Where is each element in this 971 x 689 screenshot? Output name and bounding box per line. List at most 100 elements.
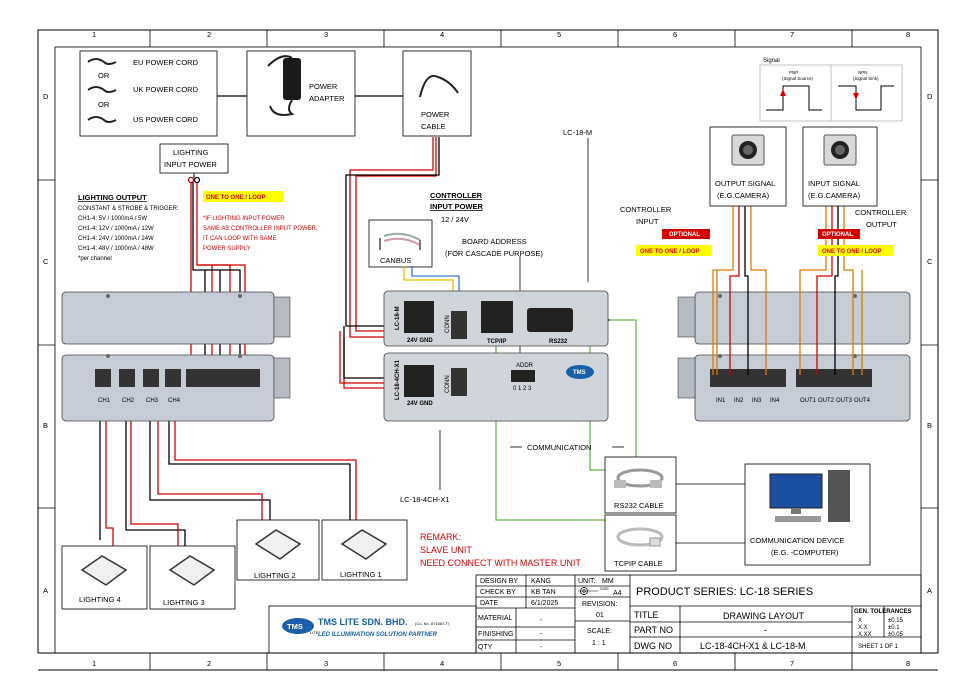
output-signal-label: OUTPUT SIGNAL [715,179,775,188]
conn-label: CONN [445,375,451,393]
col-label: 2 [207,659,211,668]
note-line: SAME AS CONTROLLER INPUT POWER, [203,226,318,232]
communication-device-label: COMMUNICATION DEVICE [750,536,844,545]
controller-input-power-label: CONTROLLER INPUT POWER 12 / 24V [430,191,484,224]
channel-label: CH2 [122,398,135,404]
lighting-input-power-box: LIGHTING INPUT POWER [159,143,229,174]
lc18-4ch-x1-label: LC-18-4CH-X1 [400,495,450,504]
row-label: B [43,421,48,430]
col-label: 3 [324,659,328,668]
communication-device-box: COMMUNICATION DEVICE (E.G. -COMPUTER) [744,463,871,566]
lighting-label: LIGHTING 1 [340,570,382,579]
material-value: - [540,617,543,624]
pnp-label: PNP [789,70,798,75]
one-to-one-badge: ONE TO ONE / LOOP [822,249,882,255]
input-label: IN4 [770,398,780,404]
output-label: OUT3 [836,398,853,404]
col-label: 2 [207,30,211,39]
scale-value: 1 : 1 [592,640,606,647]
note-line: IT CAN LOOP WITH SAME [203,236,276,242]
power-cable-label: POWER [421,110,450,119]
part-no-value: - [764,625,767,635]
input-terminal [710,369,786,387]
lighting-input-power-label: LIGHTING [173,148,209,157]
spec-line: CH1-4: 24V / 1000mA / 24W [78,236,154,242]
power-loop-note: *IF LIGHTING INPUT POWER SAME AS CONTROL… [203,216,318,252]
check-by-value: KB TAN [531,589,556,596]
npn-arrow-icon [853,93,859,100]
x1-canbus-port [451,368,467,396]
controller-output-line: OUTPUT [866,220,897,229]
input-signal-camera: INPUT SIGNAL (E.G.CAMERA) [802,126,878,207]
finishing-value: - [540,631,543,638]
x1-side-label: LC-18-4CH-X1 [395,359,401,400]
optional-badge: OPTIONAL [669,232,700,238]
conn-label: CONN [445,315,451,333]
eu-cord-label: EU POWER CORD [133,58,199,67]
dwg-no-value: LC-18-4CH-X1 & LC-18-M [700,641,806,651]
x1-power-terminal [404,365,434,397]
col-label: 5 [557,659,561,668]
qty-value: - [540,644,543,651]
one-to-one-label: ONE TO ONE / LOOP [206,195,266,201]
input-label: IN2 [734,398,744,404]
lighting-label: LIGHTING 2 [254,571,296,580]
revision-value: 01 [596,612,604,619]
spec-line: CH1-4: 5V / 1000mA / 5W [78,216,147,222]
rs232-cable-label: RS232 CABLE [614,501,664,510]
channel-label: CH3 [146,398,159,404]
col-label: 1 [92,659,96,668]
col-label: 7 [790,30,794,39]
communication-device-sub: (E.G. -COMPUTER) [771,548,839,557]
canbus-label: CANBUS [380,256,411,265]
controller-input-power-line: CONTROLLER [430,191,483,200]
unit-value: MM [602,578,614,585]
lighting-label: LIGHTING 3 [163,598,205,607]
row-label: D [43,92,49,101]
col-label: 6 [673,30,677,39]
camera-icon [731,134,765,166]
m-side-label: LC-18-M [395,306,401,330]
optional-badge: OPTIONAL [822,232,853,238]
output-signal-sub: (E.G.CAMERA) [717,191,770,200]
or-label: OR [98,100,110,109]
col-label: 8 [906,659,910,668]
spec-line: CONSTANT & STROBE & TRIGGER: [78,206,179,212]
power-cord-icon [87,58,117,123]
dwg-no-label: DWG NO [634,641,672,651]
controller-output-label: CONTROLLER OUTPUT [855,208,907,229]
col-label: 7 [790,659,794,668]
tol-value: ±0.15 [888,618,904,624]
power-cable-label: CABLE [421,122,446,131]
output-label: OUT1 [800,398,817,404]
col-label: 1 [92,30,96,39]
lighting-output-title: LIGHTING OUTPUT [78,193,147,202]
input-signal-sub: (E.G.CAMERA) [808,191,861,200]
company-logo: TMS LITE TMS LITE SDN. BHD. (Co. No. 871… [282,617,450,638]
pnp-arrow-icon [780,89,786,96]
canbus-cable-icon [379,232,421,250]
spec-line: CH1-4: 12V / 1000mA / 12W [78,226,154,232]
logo-text: TMS [287,622,303,631]
qty-label: QTY [478,644,493,651]
led-panel-icon [340,529,388,560]
m-canbus-port [451,311,467,339]
scale-label: SCALE: [587,628,612,635]
date-value: 6/1/2025 [531,600,558,607]
product-series: PRODUCT SERIES: LC-18 SERIES [636,586,813,598]
signal-title: Signal [763,58,780,64]
row-label: A [927,586,932,595]
left-loop-badge: ONE TO ONE / LOOP [203,191,283,202]
projection-symbol-icon [578,587,598,595]
tol-key: X.X [858,625,868,631]
remark-line: SLAVE UNIT [420,545,472,555]
title-block [268,574,922,654]
pnp-sub: (Signal Source) [782,76,814,81]
board-address-line: BOARD ADDRESS [462,237,527,246]
check-by-label: CHECK BY [480,589,516,596]
tcpip-cable-label: TCPIP CABLE [614,559,663,568]
part-no-label: PART NO [634,625,673,635]
company-name: TMS LITE SDN. BHD. [318,617,408,627]
row-label: C [43,257,49,266]
